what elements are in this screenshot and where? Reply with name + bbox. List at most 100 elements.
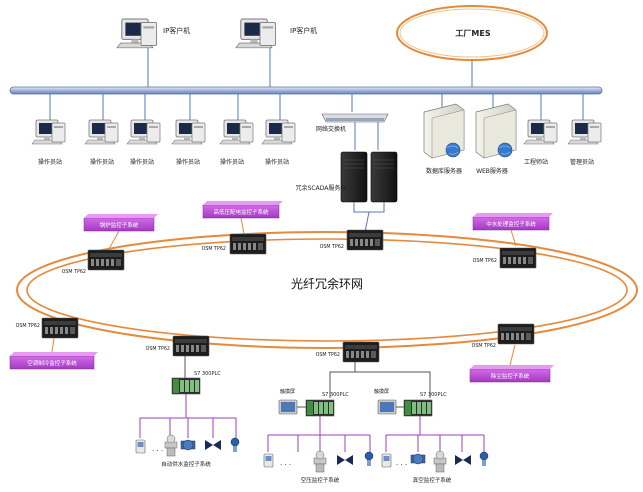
plc-vacuum: S7 300PLC <box>403 392 447 417</box>
osm-switch-icon <box>41 317 79 339</box>
osm-switch-icon <box>497 323 535 345</box>
operator-station: 操作员站 <box>31 119 66 166</box>
management-station-label: 管理员站 <box>570 158 594 166</box>
subsystem-label: 锅炉监控子系统 <box>100 221 139 229</box>
flowmeter-icon <box>313 450 327 473</box>
pump-icon <box>180 439 196 451</box>
svg-text:. . .: . . . <box>152 445 163 453</box>
desktop-computer-icon <box>84 119 119 145</box>
osm-switch-icon <box>499 247 537 269</box>
osm-switch-water-treatment: OSM TP62 <box>473 247 537 269</box>
web-server: WEB服务器 <box>475 103 517 175</box>
touch-screen-label: 触摸屏 <box>280 388 295 395</box>
touch-screen-label: 触摸屏 <box>374 388 389 395</box>
operator-station: 操作员站 <box>171 119 206 166</box>
osm-switch-dust: OSM TP62 <box>472 323 535 349</box>
desktop-computer-icon <box>31 119 66 145</box>
network-switch: 网络交换机 <box>316 113 389 150</box>
factory-mes-label: 工厂MES <box>455 29 490 38</box>
scada-label: 冗余SCADA服务器 <box>296 184 347 192</box>
pump-icon <box>410 453 426 465</box>
osm-label: OSM TP62 <box>320 244 344 250</box>
plc-air-compressor: S7 300PLC <box>305 392 349 417</box>
plc-label: S7 300PLC <box>194 371 221 377</box>
desktop-computer-icon <box>116 18 158 49</box>
meter-icon <box>381 453 392 468</box>
server-icon <box>370 151 398 203</box>
network-switch-label: 网络交换机 <box>316 125 346 133</box>
operator-station: 操作员站 <box>261 119 296 166</box>
osm-label: OSM TP62 <box>473 258 497 264</box>
touch-screen-icon <box>377 399 397 415</box>
osm-switch-icon <box>342 341 380 363</box>
subsystem-hv-lv: 高低压配电监控子系统 <box>202 201 283 235</box>
osm-switch-icon <box>346 229 384 251</box>
touch-screen-air: 触摸屏 <box>278 388 298 415</box>
osm-switch-icon <box>229 233 267 255</box>
sensor-icon <box>364 451 374 467</box>
osm-switch-boiler: OSM TP62 <box>62 249 125 275</box>
operator-station-label: 操作员站 <box>38 158 62 166</box>
plc-label: S7 300PLC <box>322 392 349 398</box>
field-devices-air-compressor: . . . 空压监控子系统 <box>263 450 374 484</box>
osm-switch-air-vacuum: OSM TP62 <box>316 341 380 363</box>
operator-station-label: 操作员站 <box>90 158 114 166</box>
subsystem-label: 高低压配电监控子系统 <box>213 208 269 216</box>
operator-station-label: 操作员站 <box>130 158 154 166</box>
valve-icon <box>205 440 221 450</box>
subsystem-dust: 除尘监控子系统 <box>469 344 554 383</box>
operator-station: 操作员站 <box>126 119 161 166</box>
osm-label: OSM TP62 <box>62 269 86 275</box>
osm-switch-hvac: OSM TP62 <box>16 317 79 339</box>
redundant-scada-servers: 冗余SCADA服务器 <box>296 151 398 233</box>
subsystem-label: 除尘监控子系统 <box>491 372 530 380</box>
subsystem-label: 空压监控子系统 <box>301 476 340 484</box>
field-devices-water-supply: . . . 自动供水监控子系统 <box>135 434 240 468</box>
database-server-label: 数据库服务器 <box>426 167 462 175</box>
osm-label: OSM TP62 <box>472 343 496 349</box>
svg-text:. . .: . . . <box>280 459 291 467</box>
field-devices-vacuum: . . . 真空监控子系统 <box>381 450 489 484</box>
subsystem-label: 自动供水监控子系统 <box>161 460 211 468</box>
globe-icon <box>497 142 513 158</box>
subsystem-hvac: 空调制冷监控子系统 <box>9 337 98 370</box>
server-icon <box>340 151 368 203</box>
sensor-icon <box>230 437 240 453</box>
sensor-icon <box>479 451 489 467</box>
fiber-ring-outer <box>16 231 638 349</box>
desktop-computer-icon <box>523 119 558 145</box>
valve-icon <box>455 455 471 465</box>
meter-icon <box>135 439 146 454</box>
valve-icon <box>337 455 353 465</box>
ip-client-label: IP客户机 <box>290 26 317 35</box>
engineering-station: 工程师站 <box>523 119 558 166</box>
operator-station-label: 操作员站 <box>176 158 200 166</box>
osm-switch-icon <box>87 249 125 271</box>
osm-switch-hv-lv: OSM TP62 <box>202 233 267 255</box>
subsystem-label: 中水处理监控子系统 <box>486 220 536 228</box>
desktop-computer-icon <box>567 119 602 145</box>
ip-client-2: IP客户机 <box>235 18 317 90</box>
osm-label: OSM TP62 <box>202 246 226 252</box>
plc-icon <box>171 377 201 395</box>
ip-client-label: IP客户机 <box>163 26 190 35</box>
operator-station-label: 操作员站 <box>265 158 289 166</box>
management-station: 管理员站 <box>567 119 602 166</box>
plc-water-supply: S7 300PLC <box>171 371 221 395</box>
flowmeter-icon <box>433 450 447 473</box>
plc-icon <box>305 399 335 417</box>
ip-client-1: IP客户机 <box>116 18 190 90</box>
desktop-computer-icon <box>219 119 254 145</box>
database-server: 数据库服务器 <box>423 103 465 175</box>
subsystem-label: 真空监控子系统 <box>413 476 452 484</box>
desktop-computer-icon <box>235 18 277 49</box>
subsystem-water-treatment: 中水处理监控子系统 <box>472 213 553 247</box>
globe-icon <box>445 142 461 158</box>
touch-screen-icon <box>278 399 298 415</box>
subsystem-boiler: 锅炉监控子系统 <box>83 214 158 257</box>
plc-label: S7 300PLC <box>420 392 447 398</box>
web-server-label: WEB服务器 <box>476 167 508 175</box>
svg-text:. . .: . . . <box>396 459 407 467</box>
meter-icon <box>263 453 274 468</box>
